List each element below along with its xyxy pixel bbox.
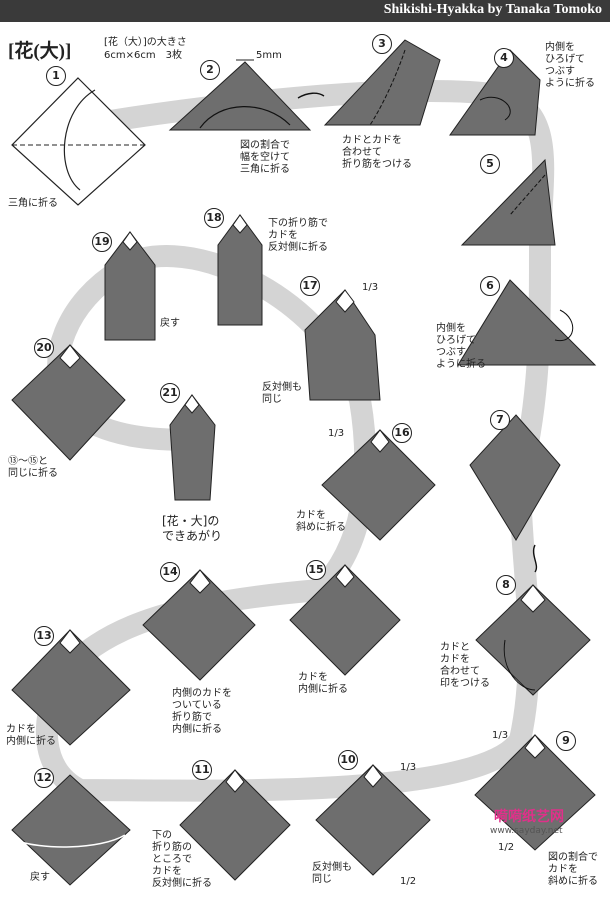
step-17-figure <box>305 290 380 400</box>
step-13-text: カドを 内側に折る <box>6 724 56 748</box>
step-4-text: 内側を ひろげて つぶす ように折る <box>545 42 595 90</box>
step-9-number: 9 <box>556 731 576 751</box>
margin-note: 5mm <box>256 50 282 62</box>
step-10-number: 10 <box>338 750 358 770</box>
step-18-text: 下の折り筋で カドを 反対側に折る <box>268 218 328 254</box>
fraction-9-half: 1/2 <box>498 842 514 854</box>
step-18-number: 18 <box>204 208 224 228</box>
step-17-text: 反対側も 同じ <box>262 382 302 406</box>
step-15-number: 15 <box>306 560 326 580</box>
step-7-number: 7 <box>490 410 510 430</box>
step-4-number: 4 <box>494 48 514 68</box>
step-6-text: 内側を ひろげて つぶす ように折る <box>436 323 486 371</box>
step-5-number: 5 <box>480 154 500 174</box>
step-19-text: 戻す <box>160 318 180 330</box>
step-14-text: 内側のカドを ついている 折り筋で 内側に折る <box>172 688 232 736</box>
fraction-9-third: 1/3 <box>492 730 508 742</box>
step-14-number: 14 <box>160 562 180 582</box>
step-5-figure <box>462 160 555 245</box>
step-20-text: ⑬〜⑮と 同じに折る <box>8 456 58 480</box>
step-11-number: 11 <box>192 760 212 780</box>
fraction-16: 1/3 <box>328 428 344 440</box>
step-2-text: 図の割合で 幅を空けて 三角に折る <box>240 140 290 176</box>
finished-label: [花・大]の できあがり <box>162 514 222 544</box>
step-21-number: 21 <box>160 383 180 403</box>
step-13-number: 13 <box>34 626 54 646</box>
step-7-figure <box>470 415 560 540</box>
step-16-number: 16 <box>392 423 412 443</box>
step-3-number: 3 <box>372 34 392 54</box>
step-15-text: カドを 内側に折る <box>298 672 348 696</box>
step-20-number: 20 <box>34 338 54 358</box>
fraction-10-half: 1/2 <box>400 876 416 888</box>
fraction-17: 1/3 <box>362 282 378 294</box>
step-21-figure <box>170 395 215 500</box>
step-17-number: 17 <box>300 276 320 296</box>
step-1-number: 1 <box>46 66 66 86</box>
step-8-figure <box>476 585 590 695</box>
watermark-url: www.sayday.net <box>490 826 563 836</box>
step-12-text: 戻す <box>30 872 50 884</box>
watermark-logo: 嗬嗬纸艺网 <box>494 806 602 826</box>
step-1-text: 三角に折る <box>8 198 58 210</box>
fraction-10-third: 1/3 <box>400 762 416 774</box>
step-18-figure <box>218 215 262 325</box>
step-19-number: 19 <box>92 232 112 252</box>
step-10-text: 反対側も 同じ <box>312 862 352 886</box>
step-2-number: 2 <box>200 60 220 80</box>
step-8-number: 8 <box>496 575 516 595</box>
step-14-figure <box>143 570 255 680</box>
step-20-figure <box>12 345 125 460</box>
step-16-text: カドを 斜めに折る <box>296 510 346 534</box>
step-1-figure <box>12 78 145 205</box>
step-11-text: 下の 折り筋の ところで カドを 反対側に折る <box>152 830 212 890</box>
step-6-number: 6 <box>480 276 500 296</box>
step-9-text: 図の割合で カドを 斜めに折る <box>548 852 598 888</box>
step-3-text: カドとカドを 合わせて 折り筋をつける <box>342 135 412 171</box>
step-12-number: 12 <box>34 768 54 788</box>
step-8-text: カドと カドを 合わせて 印をつける <box>440 642 490 690</box>
